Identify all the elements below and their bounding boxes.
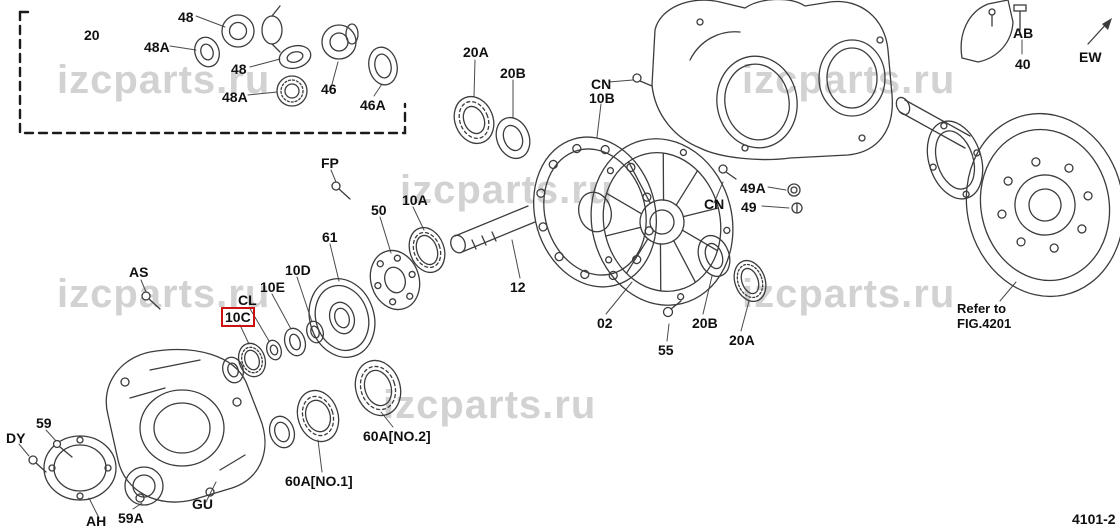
part-label-49: 49 bbox=[741, 199, 757, 215]
part-label-cn-1: CN bbox=[591, 76, 612, 92]
plug-49-art bbox=[787, 183, 803, 214]
bolt-cn-2 bbox=[718, 164, 737, 180]
pinion-front-bearing-art bbox=[453, 95, 531, 160]
part-label-60a-no2: 60A[NO.2] bbox=[363, 428, 431, 444]
transaxle-housing-art bbox=[651, 0, 893, 161]
part-label-10a: 10A bbox=[402, 192, 428, 208]
watermark: izcparts.ru bbox=[742, 58, 956, 102]
bolt-as-art bbox=[141, 291, 161, 310]
part-label-40: 40 bbox=[1015, 56, 1031, 72]
part-label-48-1: 48 bbox=[178, 9, 194, 25]
part-label-10e: 10E bbox=[260, 279, 285, 295]
part-label-ew: EW bbox=[1079, 49, 1102, 65]
part-label-48-2: 48 bbox=[231, 61, 247, 77]
side-bearing-60a-art bbox=[268, 359, 402, 449]
part-label-10b: 10B bbox=[589, 90, 615, 106]
figure-code: 4101-2 bbox=[1072, 511, 1116, 527]
part-label-cn-2: CN bbox=[704, 196, 725, 212]
part-label-59a: 59A bbox=[118, 510, 144, 526]
part-label-10c-highlighted[interactable]: 10C bbox=[221, 307, 255, 328]
part-label-59: 59 bbox=[36, 415, 52, 431]
part-label-fp: FP bbox=[321, 155, 339, 171]
part-label-48a-1: 48A bbox=[144, 39, 170, 55]
part-label-20b-2: 20B bbox=[692, 315, 718, 331]
ew-direction-arrow bbox=[960, 0, 1112, 63]
part-label-20b-1: 20B bbox=[500, 65, 526, 81]
part-label-60a-no1: 60A[NO.1] bbox=[285, 473, 353, 489]
part-label-cl: CL bbox=[238, 292, 257, 308]
part-label-48a-2: 48A bbox=[222, 89, 248, 105]
pinion-rear-bearing-train-art bbox=[222, 226, 446, 384]
pinion-nut-kit-art bbox=[194, 5, 398, 107]
part-label-20a-2: 20A bbox=[729, 332, 755, 348]
part-label-12: 12 bbox=[510, 279, 526, 295]
watermark: izcparts.ru bbox=[400, 168, 614, 212]
reference-note: Refer to FIG.4201 bbox=[957, 301, 1012, 331]
bolt-cn-1 bbox=[632, 73, 653, 87]
bolt-55-art bbox=[662, 300, 682, 318]
part-label-20: 20 bbox=[84, 27, 100, 43]
leader-lines bbox=[18, 15, 1023, 519]
watermark: izcparts.ru bbox=[742, 272, 956, 316]
kit-bracket-dashed bbox=[18, 10, 407, 135]
part-label-gu: GU bbox=[192, 496, 213, 512]
bolt-ab-40-art bbox=[1013, 4, 1027, 31]
part-label-20a-1: 20A bbox=[463, 44, 489, 60]
part-label-55: 55 bbox=[658, 342, 674, 358]
differential-carrier-art bbox=[590, 138, 734, 306]
part-label-46: 46 bbox=[321, 81, 337, 97]
part-label-10d: 10D bbox=[285, 262, 311, 278]
part-label-46a: 46A bbox=[360, 97, 386, 113]
watermark: izcparts.ru bbox=[383, 383, 597, 427]
part-label-61: 61 bbox=[322, 229, 338, 245]
carrier-side-bearings-art bbox=[697, 234, 767, 303]
part-label-ab: AB bbox=[1013, 25, 1034, 41]
part-label-02: 02 bbox=[597, 315, 613, 331]
final-drive-housing-art bbox=[28, 348, 266, 506]
part-label-dy: DY bbox=[6, 430, 26, 446]
part-label-50: 50 bbox=[371, 202, 387, 218]
part-label-49a: 49A bbox=[740, 180, 766, 196]
watermark: izcparts.ru bbox=[57, 58, 271, 102]
part-label-as: AS bbox=[129, 264, 149, 280]
part-label-ah: AH bbox=[86, 513, 107, 529]
rear-axle-drum-art bbox=[895, 96, 1120, 298]
drive-pinion-flange-art bbox=[450, 136, 658, 288]
bolt-fp-art bbox=[331, 181, 351, 200]
